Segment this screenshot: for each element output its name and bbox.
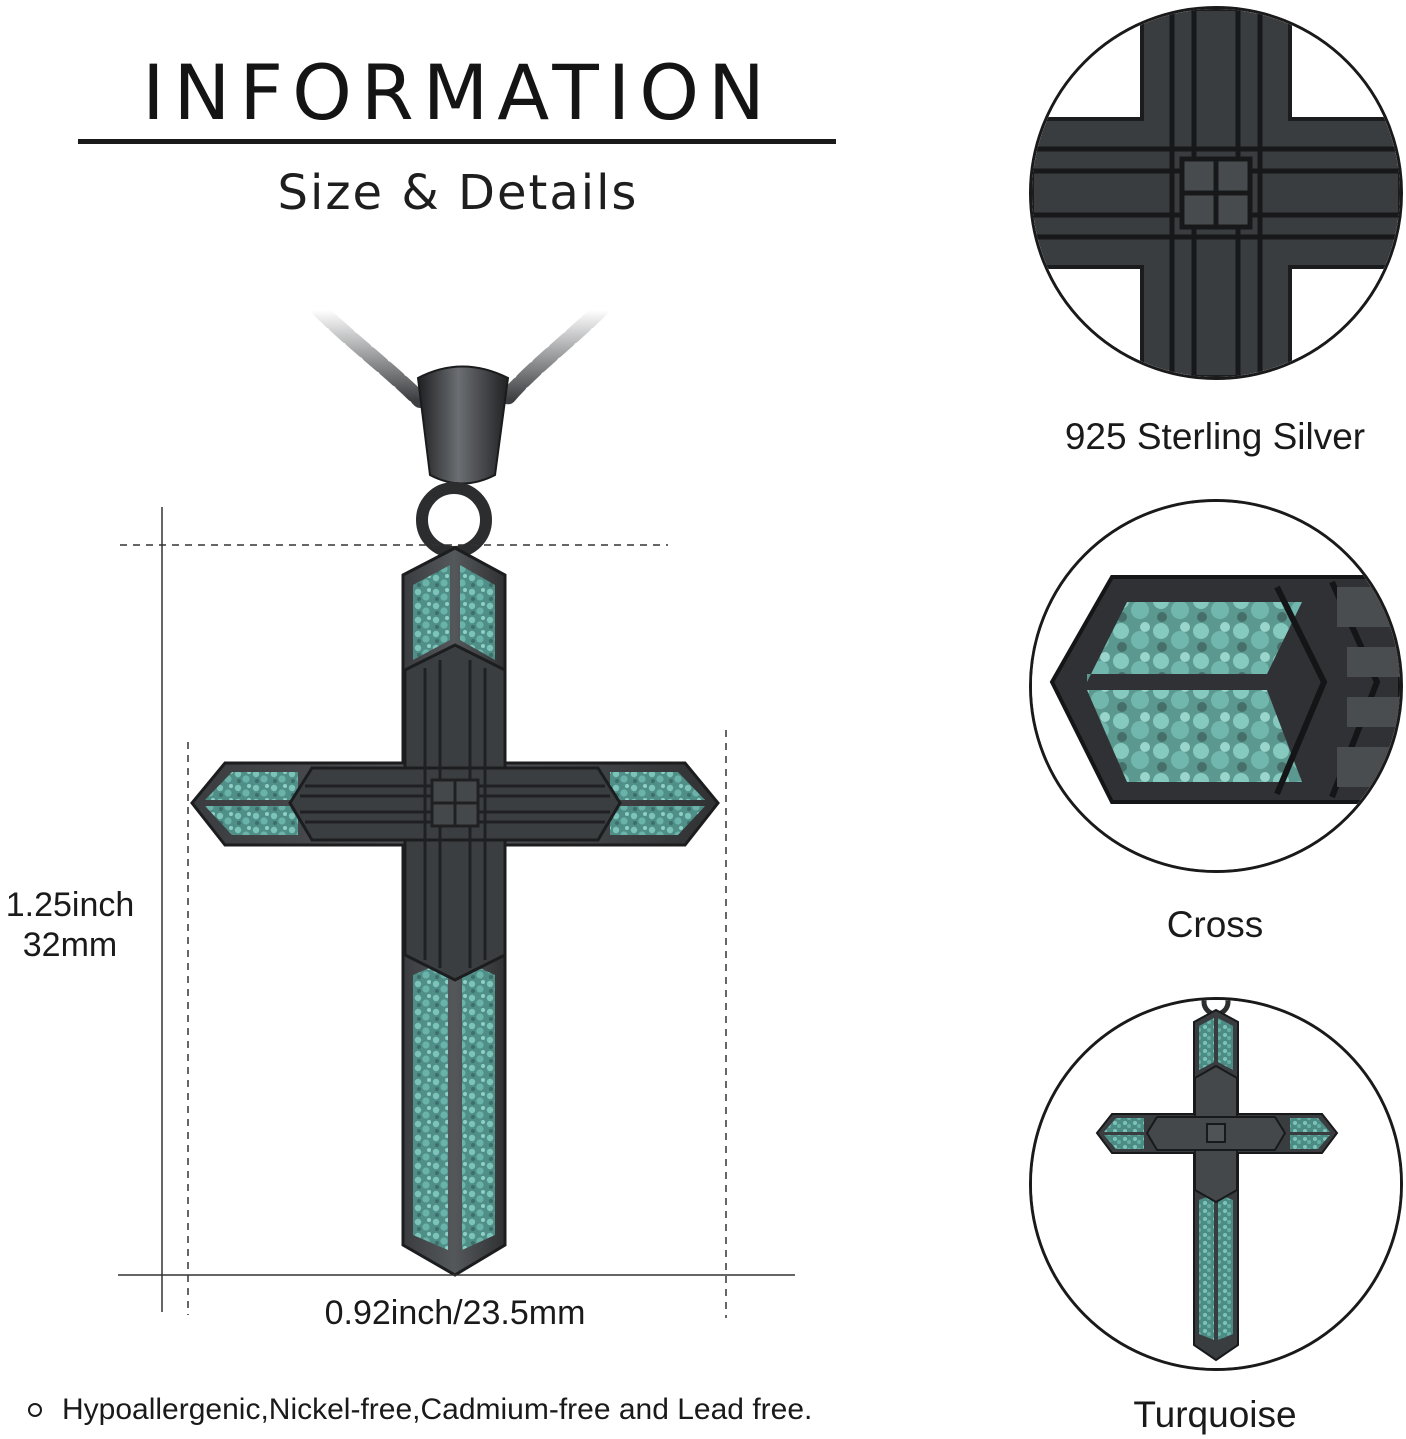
small-cross [1032,1000,1400,1368]
bullet-icon [28,1403,42,1417]
cross-center-closeup [1032,9,1400,377]
feature-note-text: Hypoallergenic,Nickel-free,Cadmium-free … [62,1393,813,1426]
page-subtitle: Size & Details [277,165,639,221]
detail-circle-cross [1029,499,1403,873]
caption-cross: Cross [1166,904,1264,945]
width-dimension-label: 0.92inch/23.5mm [324,1294,586,1332]
cross-pendant [190,546,720,1277]
caption-sterling-silver: 925 Sterling Silver [1064,416,1366,457]
pendant-illustration [118,302,795,1318]
height-dimension-label: 1.25inch 32mm [0,885,140,965]
feature-note: Hypoallergenic,Nickel-free,Cadmium-free … [26,1390,926,1430]
caption-turquoise: Turquoise [1133,1394,1297,1435]
dimension-lines [118,507,795,1318]
page-title: INFORMATION [142,48,774,137]
bail [416,365,510,558]
inlay-closeup [1032,502,1400,870]
detail-circle-turquoise [1029,997,1403,1371]
chain [312,302,608,408]
title-divider [78,139,836,144]
detail-circle-sterling-silver [1029,6,1403,380]
height-inch: 1.25inch [5,886,135,924]
height-mm: 32mm [22,926,118,964]
